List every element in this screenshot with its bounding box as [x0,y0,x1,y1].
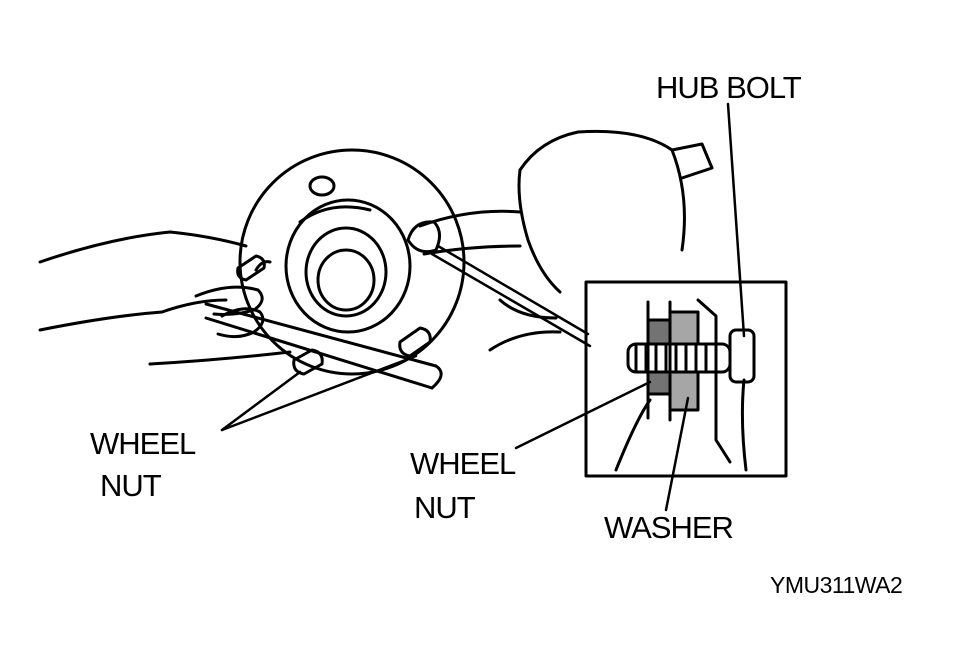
figure-code: YMU311WA2 [770,572,903,598]
detail-inset [584,280,788,478]
wheel-nut-left-label-line2: NUT [100,468,162,503]
wheel-nut-center-label-line1: WHEEL [410,446,516,481]
hub-bolt-label: HUB BOLT [656,70,802,105]
holding-bar [204,302,443,390]
wheel-nut-center-label-line2: NUT [414,490,476,525]
washer-label: WASHER [604,510,734,545]
left-hand [38,230,292,366]
wheel-studs [236,220,441,376]
right-hand-with-wrench [418,129,714,352]
wheel-nut-left-label-line1: WHEEL [90,426,196,461]
leader-lines [220,102,746,512]
